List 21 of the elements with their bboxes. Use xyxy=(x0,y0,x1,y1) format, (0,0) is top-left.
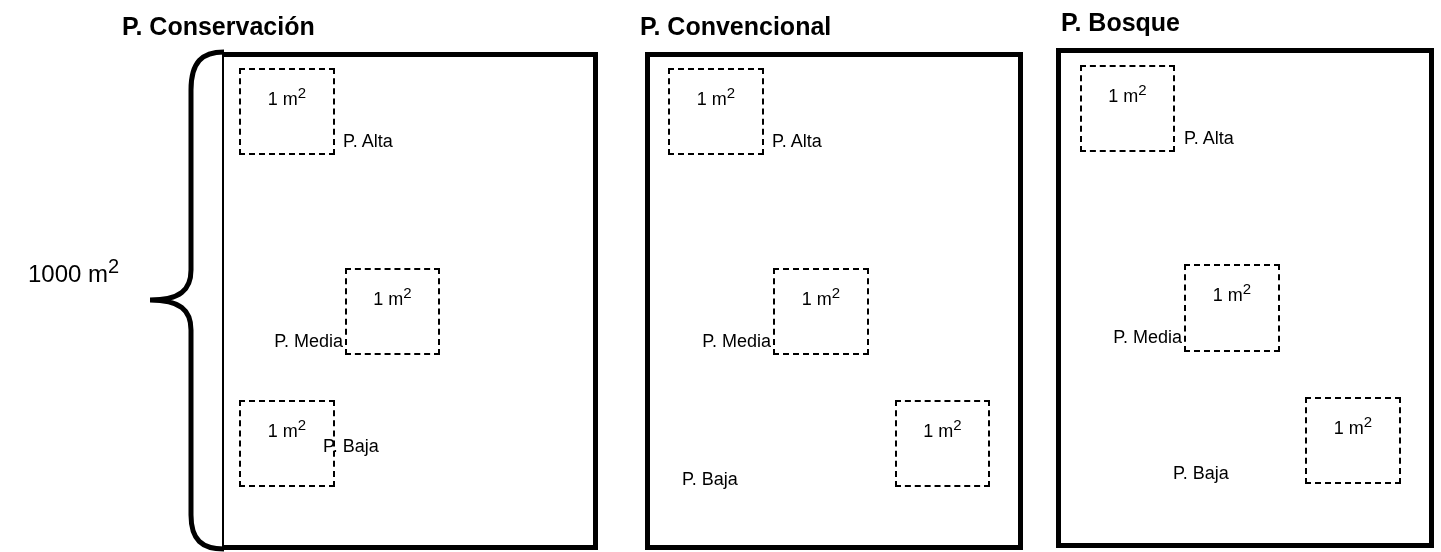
plot-position-label: P. Media xyxy=(702,330,771,352)
plot-title: P. Convencional xyxy=(640,12,832,40)
area-label: 1 m$^{2}$ xyxy=(695,83,737,110)
area-label: 1 m$^{2}$ xyxy=(1107,80,1148,107)
area-label: 1 m$^{2}$ xyxy=(266,415,308,442)
plot-title: P. Bosque xyxy=(1061,8,1181,36)
area-label: 1 m$^{2}$ xyxy=(372,283,413,310)
plot-position-label: P. Media xyxy=(1113,326,1182,348)
dimension-label: 1000 m$^{2}$ xyxy=(28,255,120,285)
area-label: 1 m$^{2}$ xyxy=(1332,412,1374,439)
plot-position-label: P. Media xyxy=(274,330,343,352)
plot-title: P. Conservación xyxy=(122,12,315,40)
area-label: 1 m$^{2}$ xyxy=(800,283,842,310)
plot-position-label: P. Alta xyxy=(1184,127,1234,149)
plot-position-label: P. Alta xyxy=(343,130,393,152)
plot-position-label: P. Alta xyxy=(772,130,822,152)
plot-position-label: P. Baja xyxy=(682,468,738,490)
area-label: 1 m$^{2}$ xyxy=(922,415,963,442)
area-label: 1 m$^{2}$ xyxy=(1211,279,1253,306)
area-label: 1 m$^{2}$ xyxy=(266,83,308,110)
plot-position-label: P. Baja xyxy=(1173,462,1229,484)
